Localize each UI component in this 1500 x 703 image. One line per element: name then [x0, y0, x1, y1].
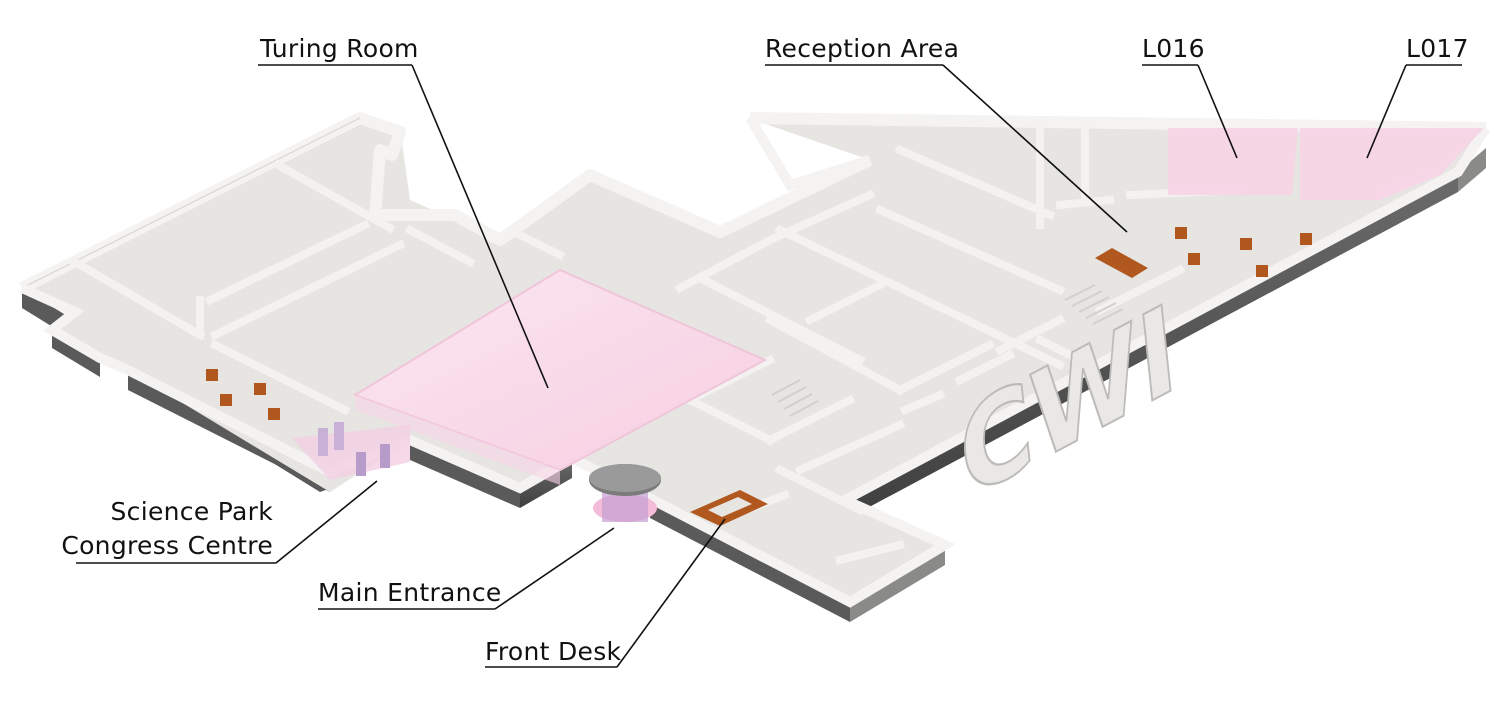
- l017-label: L017: [1406, 34, 1469, 63]
- front-desk-object[interactable]: [690, 490, 768, 526]
- congress-centre-doors[interactable]: [292, 422, 410, 480]
- room-l016-area[interactable]: [1168, 128, 1298, 195]
- science-park-label-line1: Science Park: [111, 497, 274, 526]
- label-reception-area[interactable]: Reception Area: [765, 34, 1128, 233]
- label-science-park[interactable]: Science Park Congress Centre: [61, 480, 378, 564]
- stairs-south: [771, 379, 819, 417]
- turing-room-area[interactable]: [352, 268, 768, 485]
- main-entrance-label: Main Entrance: [318, 578, 502, 607]
- main-entrance-door[interactable]: [589, 464, 661, 522]
- reception-area-label: Reception Area: [765, 34, 959, 63]
- label-l016[interactable]: L016: [1142, 34, 1238, 159]
- label-main-entrance[interactable]: Main Entrance: [318, 527, 615, 610]
- reception-desk-object[interactable]: [1095, 248, 1148, 278]
- room-l017-area[interactable]: [1300, 128, 1484, 200]
- turing-room-label: Turing Room: [259, 34, 419, 63]
- furniture-blocks: [206, 227, 1312, 420]
- label-front-desk[interactable]: Front Desk: [485, 518, 726, 668]
- stairs-north: [1064, 284, 1124, 325]
- label-turing-room[interactable]: Turing Room: [258, 34, 549, 389]
- label-l017[interactable]: L017: [1366, 34, 1469, 159]
- front-desk-label: Front Desk: [485, 637, 622, 666]
- science-park-label-line2: Congress Centre: [61, 531, 273, 560]
- l016-label: L016: [1142, 34, 1205, 63]
